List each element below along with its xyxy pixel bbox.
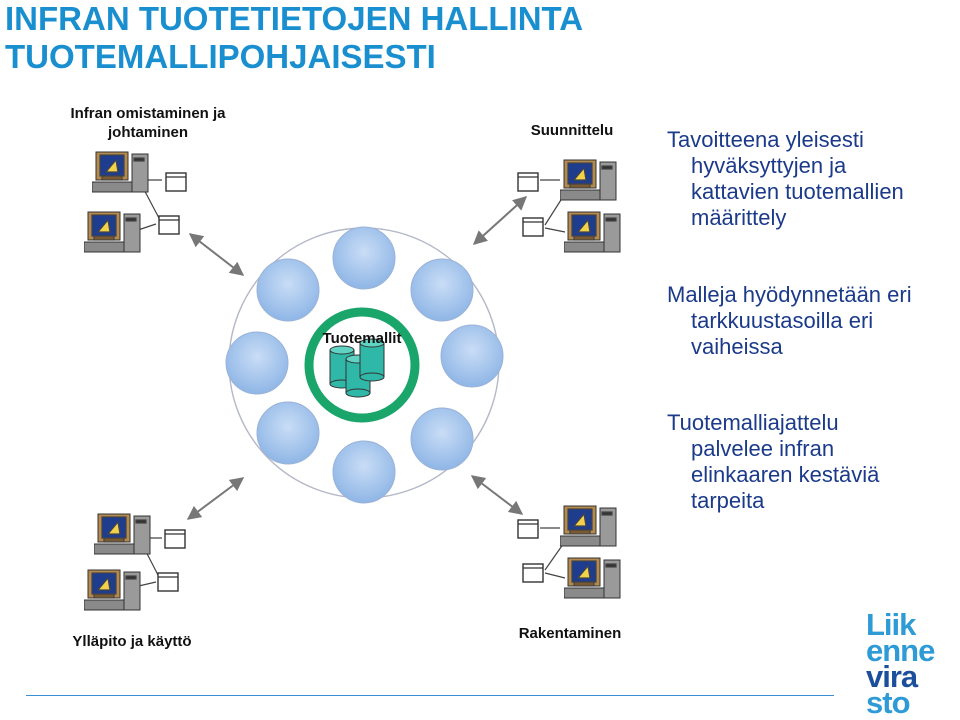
document-icon xyxy=(164,529,186,549)
document-icon xyxy=(522,217,544,237)
liikennevirasto-logo: Liik enne vira sto xyxy=(866,607,958,720)
label-infra-ownership-line-1: Infran omistaminen ja xyxy=(70,105,226,122)
workstation-cluster-top-left xyxy=(84,151,187,253)
model-circle-top-right xyxy=(410,258,474,322)
model-circle-right xyxy=(440,324,504,388)
logo-line-4: sto xyxy=(866,685,911,720)
logo-line-1: Liik xyxy=(866,607,916,642)
model-circle-left xyxy=(225,331,289,395)
footer-divider xyxy=(26,695,834,696)
workstation-icon xyxy=(84,211,141,253)
document-icon xyxy=(522,563,544,583)
title-line-1: INFRAN TUOTETIETOJEN HALLINTA xyxy=(5,0,584,37)
workstation-icon xyxy=(94,513,151,555)
document-icon xyxy=(158,215,180,235)
database-cylinder-icon xyxy=(329,338,385,398)
model-circle-bottom-left xyxy=(256,401,320,465)
arrow-icon xyxy=(188,233,245,276)
title-line-2: TUOTEMALLIPOHJAISESTI xyxy=(5,38,436,75)
bullet-goal-line: Tavoitteena yleisesti xyxy=(667,127,864,152)
document-icon xyxy=(517,172,539,192)
bullet-lifecycle-line: tarpeita xyxy=(691,488,765,513)
workstation-cluster-bottom-left xyxy=(84,513,186,611)
workstation-icon xyxy=(560,505,617,547)
label-infra-ownership-line-2: johtaminen xyxy=(107,124,188,141)
model-circle-bottom-right xyxy=(410,407,474,471)
center-model-store xyxy=(304,307,420,423)
document-icon xyxy=(157,572,179,592)
workstation-icon xyxy=(560,159,617,201)
bullet-lifecycle-line: palvelee infran xyxy=(691,436,835,461)
bullet-goal-line: hyväksyttyjen ja xyxy=(691,153,847,178)
label-construction: Rakentaminen xyxy=(518,625,622,642)
workstation-cluster-top-right xyxy=(517,159,621,253)
bullet-goal-line: määrittely xyxy=(691,205,787,230)
satellite-circles xyxy=(225,226,504,504)
bullet-goal: Tavoitteena yleisesti hyväksyttyjen ja k… xyxy=(667,127,960,231)
workstation-icon xyxy=(92,151,149,193)
bullet-usage: Malleja hyödynnetään eri tarkkuustasoill… xyxy=(667,282,960,360)
bullet-usage-line: tarkkuustasoilla eri xyxy=(691,308,874,333)
label-planning: Suunnittelu xyxy=(530,122,614,139)
bullet-lifecycle-line: Tuotemalliajattelu xyxy=(667,410,839,435)
workstation-cluster-bottom-right xyxy=(517,505,621,599)
model-circle-bottom xyxy=(332,440,396,504)
workstation-icon xyxy=(564,557,621,599)
bullet-usage-line: Malleja hyödynnetään eri xyxy=(667,282,912,307)
logo-line-2: enne xyxy=(866,633,935,668)
bullet-goal-line: kattavien tuotemallien xyxy=(691,179,904,204)
arrow-icon xyxy=(472,196,528,245)
model-circle-top-left xyxy=(256,258,320,322)
label-infra-ownership: Infran omistaminen ja johtaminen xyxy=(48,104,248,142)
page-title: INFRAN TUOTETIETOJEN HALLINTA TUOTEMALLI… xyxy=(5,0,583,76)
arrows xyxy=(186,196,528,520)
document-icon xyxy=(517,519,539,539)
model-circle-top xyxy=(332,226,396,290)
workstation-icon xyxy=(84,569,141,611)
workstation-icon xyxy=(564,211,621,253)
arrow-icon xyxy=(186,477,245,520)
bullet-lifecycle-line: elinkaaren kestäviä xyxy=(691,462,880,487)
document-icon xyxy=(165,172,187,192)
arrow-icon xyxy=(470,475,524,515)
bullet-usage-line: vaiheissa xyxy=(691,334,783,359)
logo-line-3: vira xyxy=(866,659,918,694)
label-maintenance: Ylläpito ja käyttö xyxy=(72,633,192,650)
center-label: Tuotemallit xyxy=(323,330,402,347)
bullet-lifecycle: Tuotemalliajattelu palvelee infran elink… xyxy=(667,410,960,514)
